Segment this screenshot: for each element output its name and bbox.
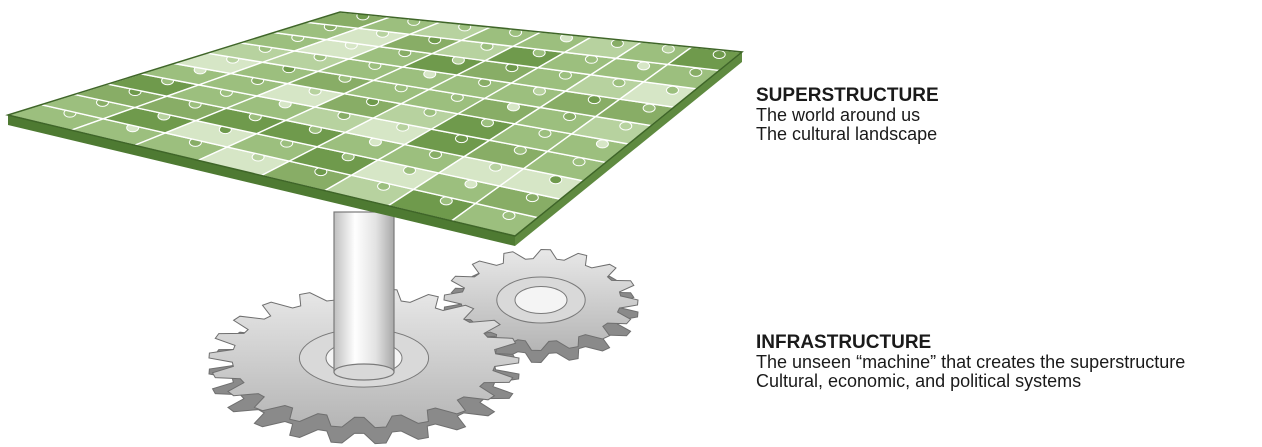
puzzle-knob [572, 157, 586, 167]
infrastructure-line-2: Cultural, economic, and political system… [756, 371, 1082, 391]
puzzle-knob [665, 85, 679, 95]
infrastructure-label-block: INFRASTRUCTURE The unseen “machine” that… [756, 333, 1185, 391]
puzzle-knob [661, 44, 675, 54]
superstructure-line-2: The cultural landscape [756, 124, 938, 144]
pillar-icon [333, 211, 395, 381]
superstructure-infrastructure-illustration [5, 11, 744, 445]
superstructure-heading: SUPERSTRUCTURE [756, 85, 939, 106]
puzzle-table-icon [5, 11, 744, 246]
puzzle-knob [689, 67, 703, 77]
puzzle-knob [595, 139, 609, 149]
puzzle-knob [637, 61, 651, 71]
superstructure-label-block: SUPERSTRUCTURE The world around us The c… [756, 86, 939, 144]
puzzle-knob [549, 175, 563, 185]
puzzle-knob [712, 49, 726, 59]
infrastructure-line-1: The unseen “machine” that creates the su… [756, 352, 1186, 372]
puzzle-knob [525, 193, 539, 203]
infrastructure-heading: INFRASTRUCTURE [756, 332, 932, 353]
superstructure-line-1: The world around us [756, 105, 921, 125]
puzzle-knob [612, 78, 626, 88]
puzzle-knob [587, 95, 601, 105]
puzzle-knob [642, 103, 656, 113]
puzzle-knob [619, 121, 633, 131]
